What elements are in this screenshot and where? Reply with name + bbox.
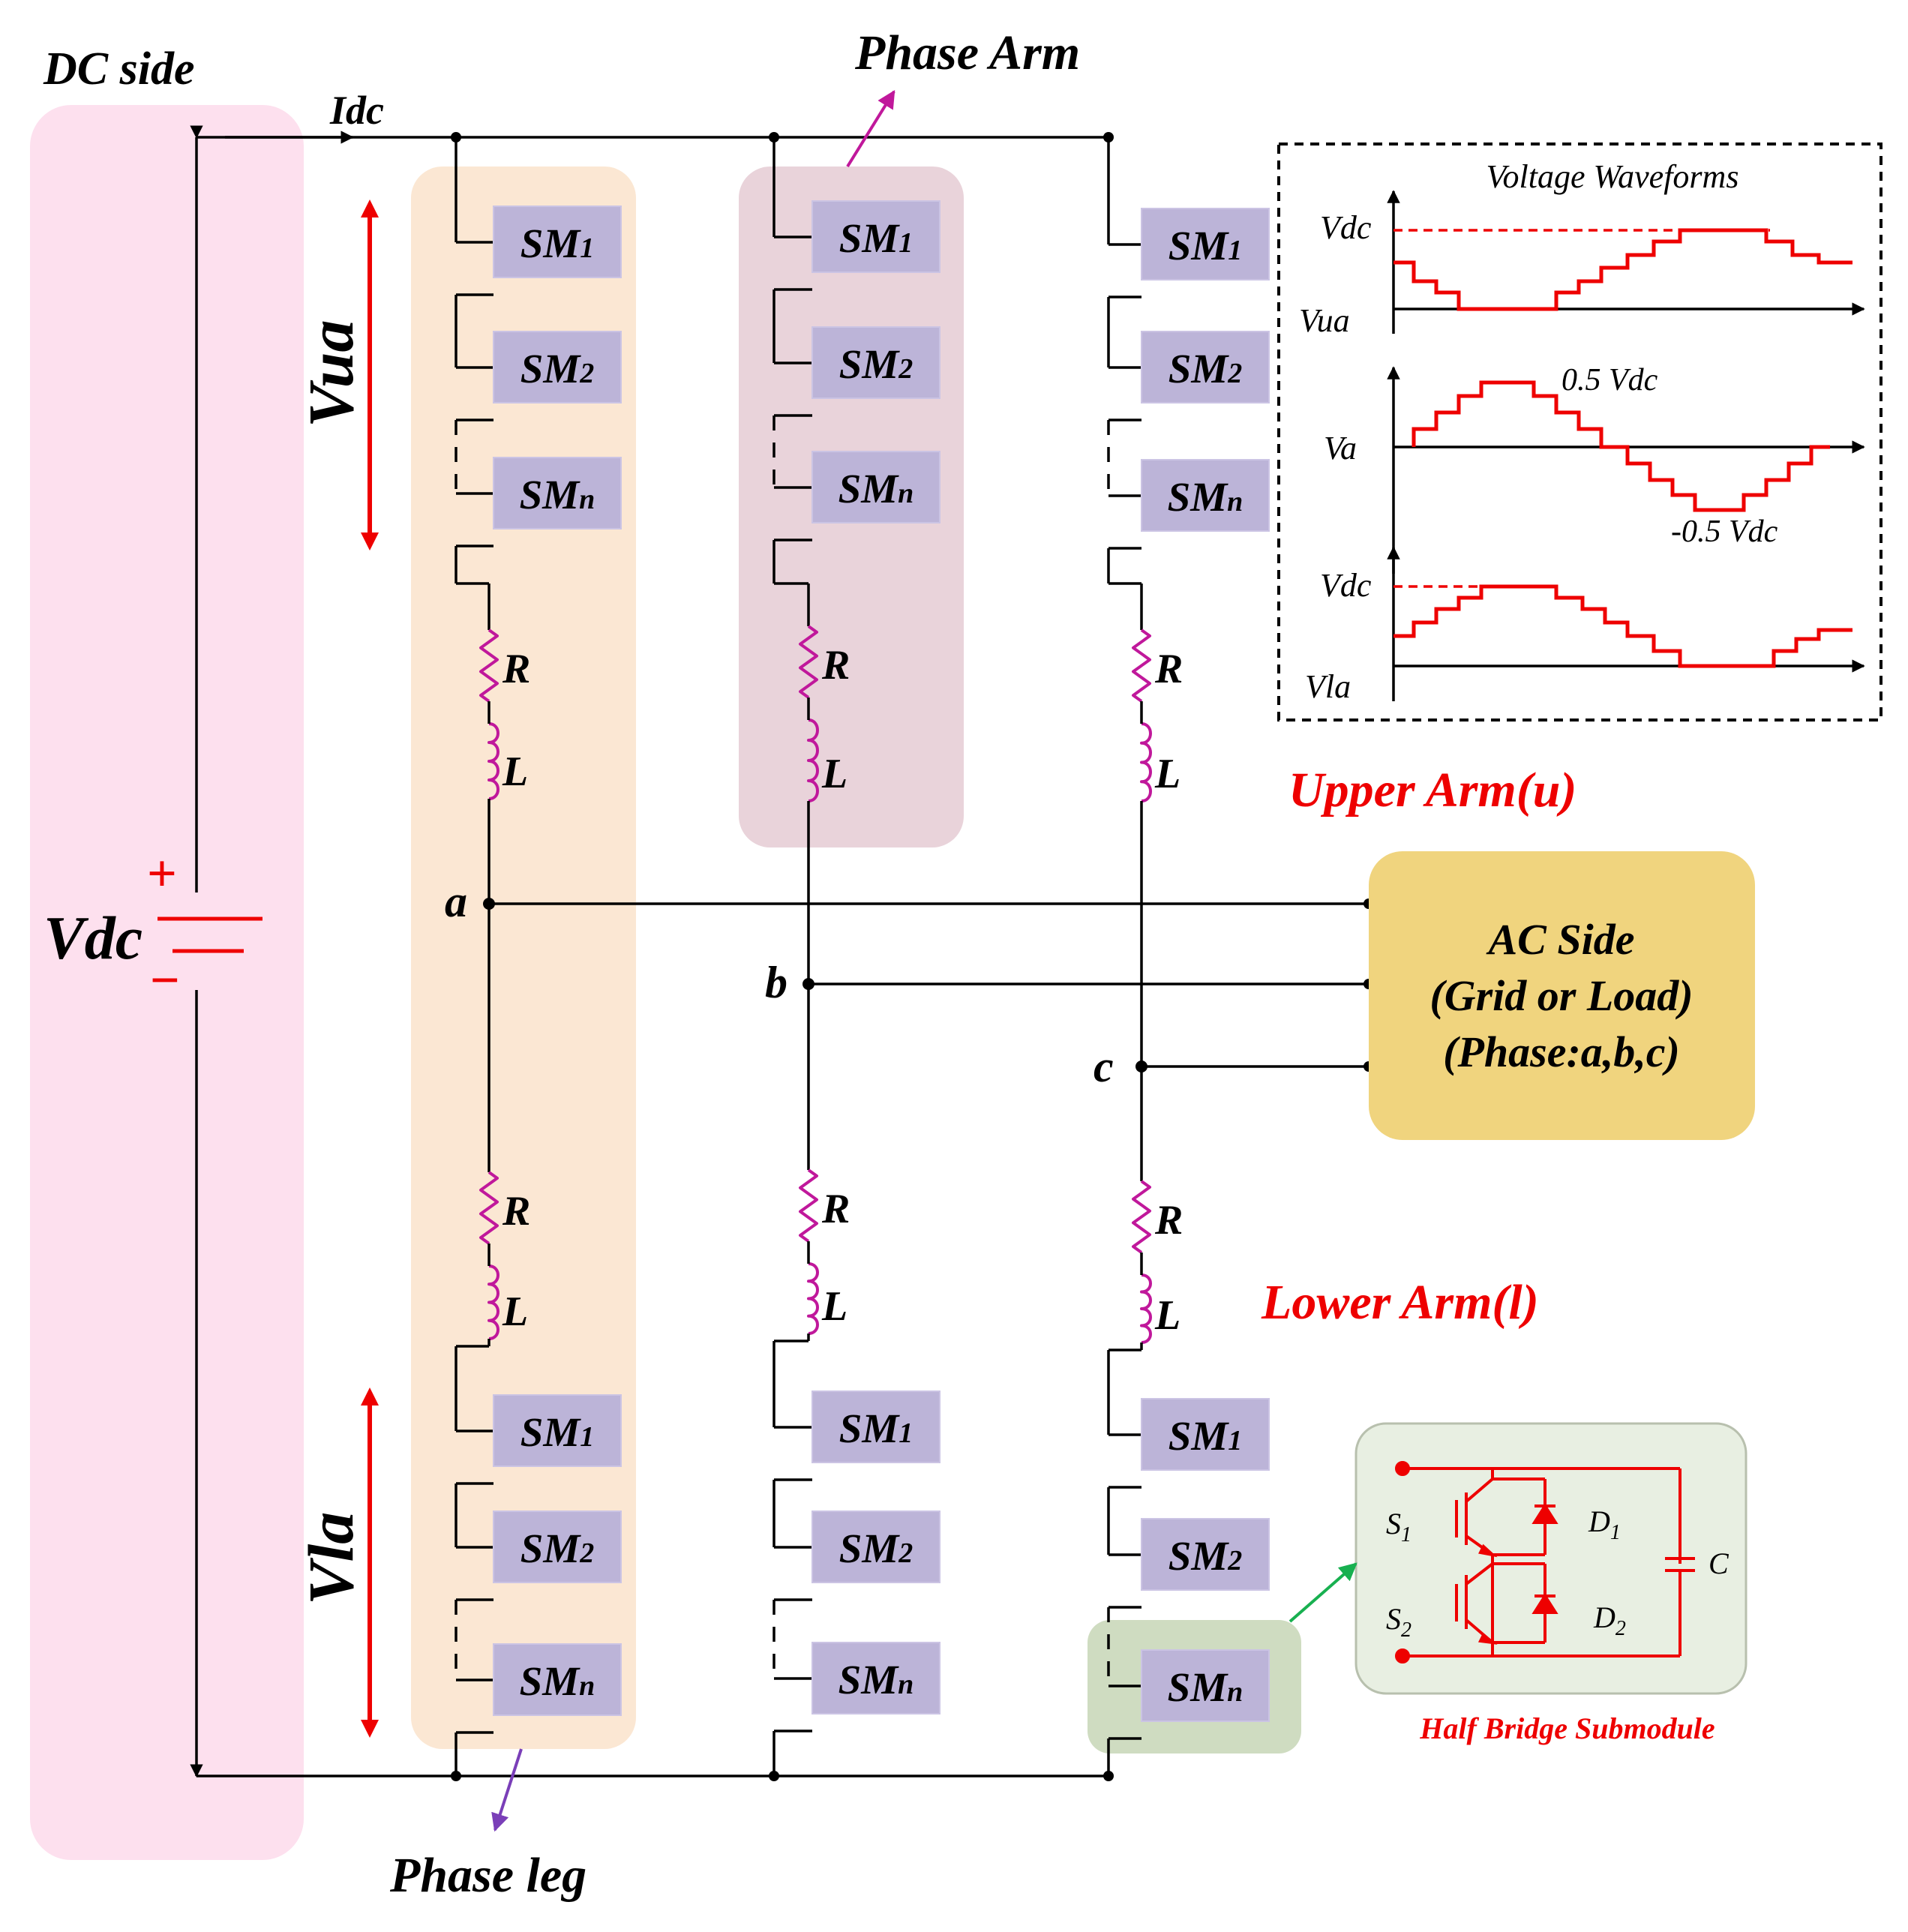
waveform-va-label: Va [1324, 430, 1357, 466]
dc-plus-sign: + [147, 845, 177, 903]
dc-side-label: DC side [43, 44, 195, 94]
phase-leg-label: Phase leg [389, 1848, 586, 1903]
ac-side-title: AC Side [1486, 915, 1635, 964]
leg-b-lower-inductor [807, 1262, 819, 1335]
leg-a-lower-l-label: L [502, 1288, 528, 1335]
waveform-half-vdc-label: 0.5 Vdc [1562, 363, 1658, 398]
idc-label: Idc [329, 88, 384, 133]
leg-c-upper-r-label: R [1154, 646, 1183, 692]
vla-waveform [1394, 584, 1852, 668]
leg-a-upper-sm2: SM2 [493, 331, 622, 404]
va-waveform [1412, 380, 1830, 512]
leg-c-lower-resistor [1132, 1180, 1151, 1254]
leg-c-upper-sm1: SM1 [1141, 208, 1270, 280]
node-b-label: b [765, 958, 788, 1007]
half-bridge-c-label: C [1708, 1546, 1730, 1580]
phase-arm-pointer [846, 89, 896, 168]
leg-c-upper-sm2: SM2 [1141, 331, 1270, 404]
leg-b-lower-resistor [799, 1168, 818, 1243]
ac-side-phase: (Phase:a,b,c) [1443, 1028, 1680, 1076]
leg-b-upper-r-label: R [821, 642, 850, 688]
vla-label: Vla [295, 1512, 367, 1605]
leg-c-upper-smn: SMn [1141, 459, 1270, 532]
leg-b-upper-smn: SMn [812, 451, 940, 524]
leg-a-lower-r-label: R [502, 1188, 530, 1234]
upper-arm-label: Upper Arm(u) [1288, 763, 1576, 818]
leg-b-upper-inductor [807, 718, 819, 802]
leg-c-upper-inductor [1140, 722, 1152, 802]
ac-side-box [1369, 851, 1755, 1140]
node-c-label: c [1094, 1042, 1114, 1091]
waveform-vla-label: Vla [1305, 668, 1351, 705]
leg-a-lower-resistor [479, 1171, 499, 1245]
phase-leg-pointer [491, 1748, 523, 1832]
half-bridge-title: Half Bridge Submodule [1419, 1712, 1714, 1745]
phase-leg-highlight [411, 166, 636, 1749]
svg-text:SM1: SM1 [520, 220, 595, 266]
svg-text:SM2: SM2 [520, 346, 595, 392]
leg-b-upper-sm1: SM1 [812, 200, 940, 273]
leg-c-lower-r-label: R [1154, 1197, 1183, 1244]
leg-c-lower-sm1: SM1 [1141, 1398, 1270, 1471]
leg-a-upper-r-label: R [502, 646, 530, 692]
leg-a-upper-inductor [488, 722, 500, 800]
leg-a-lower-inductor [488, 1264, 500, 1340]
leg-a-upper-smn: SMn [493, 457, 622, 530]
half-bridge-panel [1354, 1422, 1748, 1695]
leg-b-lower-sm1: SM1 [812, 1390, 940, 1463]
node-a-label: a [445, 877, 467, 926]
waveform-vdc-bottom-label: Vdc [1320, 567, 1372, 604]
vdc-label: Vdc [44, 904, 142, 972]
leg-a-lower-sm2: SM2 [493, 1510, 622, 1583]
leg-a-upper-resistor [479, 628, 499, 703]
waveforms-title: Voltage Waveforms [1486, 158, 1739, 195]
svg-text:SMn: SMn [1168, 474, 1244, 520]
leg-a-lower-smn: SMn [493, 1643, 622, 1716]
leg-b-lower-sm2: SM2 [812, 1510, 940, 1583]
half-bridge-pointer [1288, 1562, 1358, 1623]
phase-legs: SM1SM2SMnRLRLSM1SM2SMnSM1SM2SMnRLRLSM1SM… [454, 137, 1270, 1776]
waveform-vua-label: Vua [1299, 302, 1350, 339]
dc-source [120, 892, 278, 990]
leg-b-lower-r-label: R [821, 1186, 850, 1232]
ac-side-grid: (Grid or Load) [1430, 971, 1693, 1020]
waveform-neg-half-vdc-label: -0.5 Vdc [1671, 514, 1778, 549]
leg-a-upper-l-label: L [502, 748, 528, 795]
leg-c-upper-resistor [1132, 628, 1151, 703]
vua-waveform [1394, 228, 1852, 311]
leg-c-lower-smn: SMn [1141, 1649, 1270, 1722]
leg-c-upper-l-label: L [1154, 751, 1180, 797]
lower-arm-label: Lower Arm(l) [1261, 1275, 1539, 1330]
leg-a-upper-sm1: SM1 [493, 206, 622, 278]
leg-b-upper-resistor [799, 625, 818, 699]
leg-a-lower-sm1: SM1 [493, 1394, 622, 1467]
leg-b-upper-l-label: L [821, 751, 848, 797]
half-bridge-circuit [1395, 1461, 1695, 1664]
leg-b-upper-sm2: SM2 [812, 326, 940, 399]
leg-c-lower-l-label: L [1154, 1292, 1180, 1339]
dc-minus-sign: − [150, 952, 180, 1010]
leg-b-lower-smn: SMn [812, 1642, 940, 1714]
leg-b-lower-l-label: L [821, 1283, 848, 1330]
leg-c-lower-sm2: SM2 [1141, 1518, 1270, 1591]
phase-arm-label: Phase Arm [854, 26, 1080, 80]
waveform-vdc-top-label: Vdc [1320, 209, 1372, 246]
vua-label: Vua [295, 320, 367, 428]
leg-c-lower-inductor [1140, 1274, 1152, 1344]
